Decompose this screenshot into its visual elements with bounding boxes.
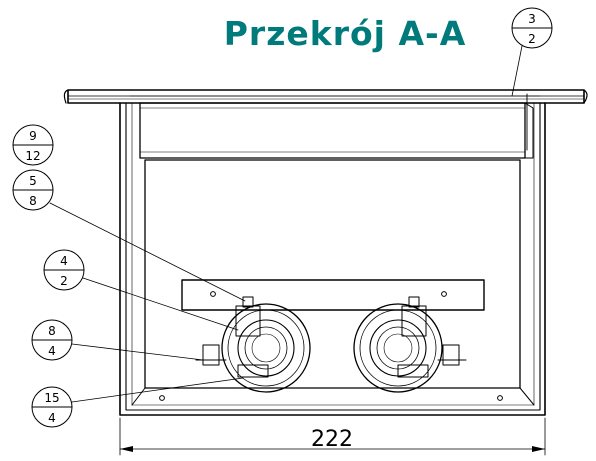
callout-bottom: 2 — [60, 274, 68, 288]
callout-top: 15 — [44, 391, 59, 405]
callout-4-2: 4 2 — [43, 249, 239, 331]
mounting-bar — [181, 279, 485, 311]
callout-bottom: 12 — [25, 149, 40, 163]
box-walls — [119, 102, 546, 416]
callout-bottom: 2 — [528, 32, 536, 46]
top-cover — [63, 89, 588, 104]
section-title: Przekrój A-A — [223, 14, 467, 53]
callouts: 3 2 9 12 5 8 4 2 — [12, 7, 553, 428]
socket-left — [195, 296, 311, 393]
callout-bottom: 8 — [29, 194, 37, 208]
dimension-value: 222 — [311, 427, 353, 452]
callout-top: 4 — [60, 254, 68, 268]
lid-panel — [139, 93, 534, 159]
screws — [159, 395, 503, 401]
callout-top: 9 — [29, 129, 37, 143]
callout-bottom: 4 — [48, 344, 56, 358]
callout-top: 8 — [48, 324, 56, 338]
callout-top: 3 — [528, 12, 536, 26]
callout-15-4: 15 4 — [31, 377, 244, 428]
callout-3-2: 3 2 — [511, 7, 553, 97]
callout-top: 5 — [29, 174, 37, 188]
socket-right — [353, 296, 467, 393]
callout-bottom: 4 — [48, 411, 56, 425]
callout-8-4: 8 4 — [31, 319, 204, 361]
callout-9-12: 9 12 — [12, 124, 54, 166]
callout-5-8: 5 8 — [12, 169, 246, 302]
dimension-line: 222 — [119, 417, 546, 456]
